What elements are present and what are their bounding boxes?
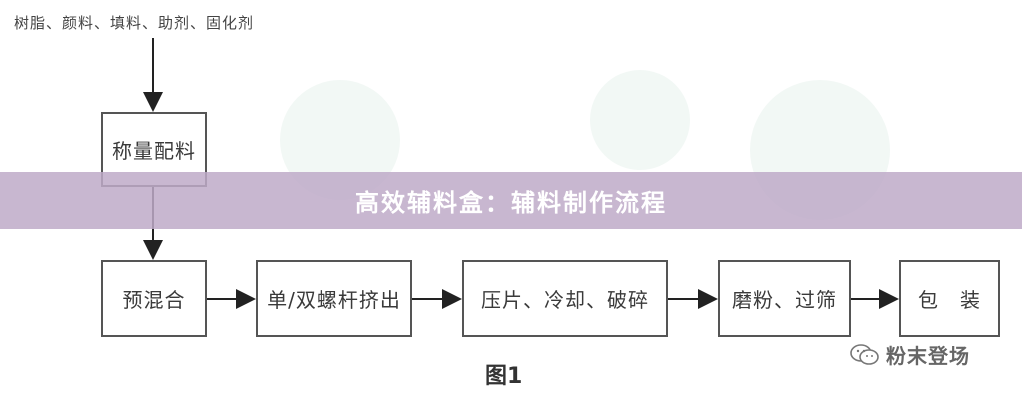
step-premix: 预混合	[101, 260, 207, 337]
wechat-icon	[850, 343, 879, 365]
raw-materials-label: 树脂、颜料、填料、助剂、固化剂	[14, 14, 255, 32]
brand-watermark: 粉末登场	[850, 340, 970, 369]
banner-title: 高效辅料盒：辅料制作流程	[355, 189, 667, 217]
figure-label: 图1	[485, 364, 523, 389]
title-banner: 高效辅料盒：辅料制作流程	[0, 172, 1022, 229]
step-extrude: 单/双螺杆挤出	[256, 260, 412, 337]
step-press: 压片、冷却、破碎	[462, 260, 668, 337]
brand-name: 粉末登场	[886, 344, 970, 368]
step-pack: 包 装	[899, 260, 1000, 337]
step-grind: 磨粉、过筛	[718, 260, 851, 337]
